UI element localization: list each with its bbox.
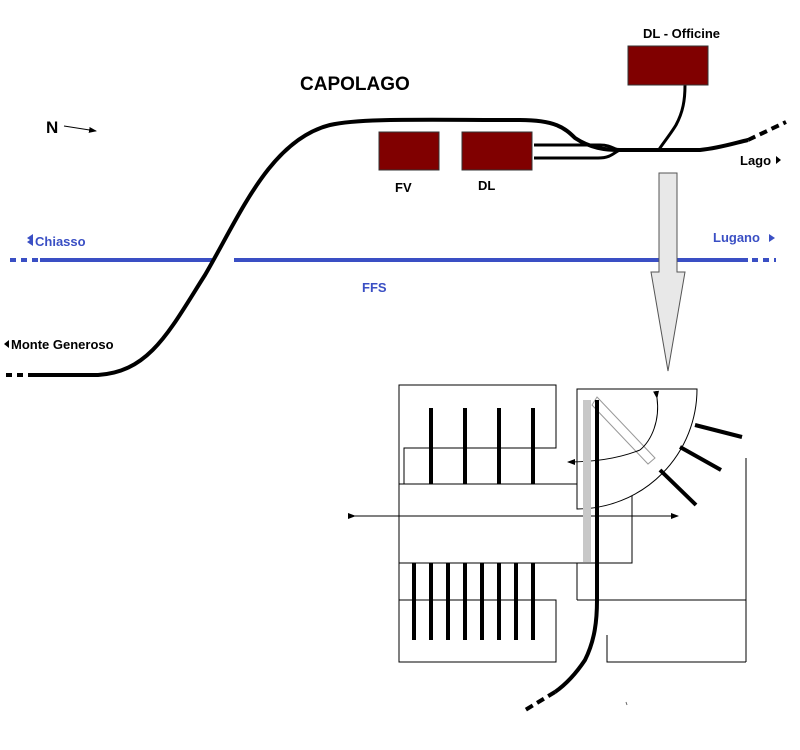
building-officine <box>627 45 709 86</box>
building-officine-label: DL - Officine <box>643 26 720 41</box>
building-dl-label: DL <box>478 178 495 193</box>
building-fv <box>378 131 440 171</box>
destination-monte-generoso: Monte Generoso <box>11 337 114 352</box>
depot-siding-lower <box>534 148 621 160</box>
building-dl <box>461 131 533 171</box>
lago-arrow-icon <box>776 156 781 164</box>
depot-detail-plan <box>348 384 747 714</box>
main-track <box>34 117 749 377</box>
page-title: CAPOLAGO <box>300 74 410 95</box>
lago-track-dashed <box>747 120 787 142</box>
incoming-track-dashed <box>520 690 557 714</box>
destination-chiasso: Chiasso <box>35 234 86 249</box>
zoom-arrow <box>650 172 686 372</box>
north-label: N <box>46 118 58 137</box>
destination-lago: Lago <box>740 153 771 168</box>
turntable-bridge <box>591 396 656 465</box>
lugano-arrow-icon <box>769 234 775 242</box>
monte-generoso-arrow-icon <box>4 340 9 348</box>
north-arrow-icon <box>63 125 97 133</box>
officine-track <box>656 84 687 152</box>
building-fv-label: FV <box>395 180 412 195</box>
destination-lugano: Lugano <box>713 230 760 245</box>
incoming-track <box>553 400 599 694</box>
ffs-label: FFS <box>362 280 387 295</box>
